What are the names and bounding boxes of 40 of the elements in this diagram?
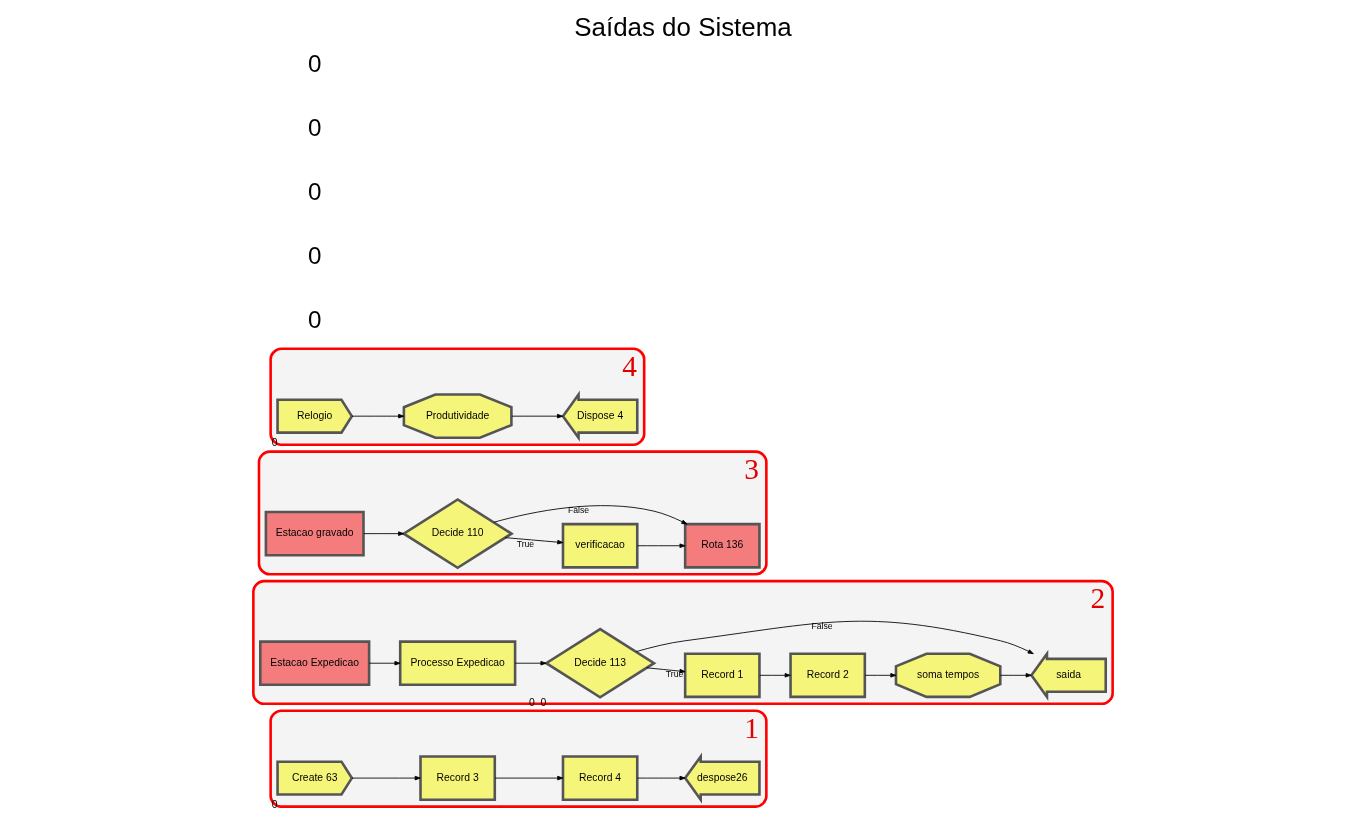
- node-label: 0: [271, 798, 278, 810]
- node-box: Record 2: [789, 652, 867, 699]
- node-box: verificacao: [561, 522, 639, 569]
- edge-label: False: [811, 621, 833, 632]
- arrow: [493, 505, 688, 525]
- arrow: [646, 667, 686, 674]
- node-box: Record 3: [419, 755, 497, 801]
- arrow: [637, 775, 686, 781]
- arrow: [504, 537, 564, 545]
- label: 0: [307, 242, 322, 270]
- diagram-title: Saídas do Sistema: [574, 12, 792, 41]
- node-box: Processo Expedicao: [398, 640, 517, 687]
- label: 0: [307, 305, 322, 333]
- node-box: Record 1: [683, 652, 761, 699]
- arrow: [864, 673, 897, 678]
- arrow: [511, 413, 564, 419]
- label: 0: [307, 50, 322, 78]
- edge-label: True: [516, 539, 535, 550]
- edge-label: True: [665, 668, 684, 679]
- arrow: [351, 413, 405, 419]
- arrow: [999, 673, 1032, 678]
- node-box: Estacao Expedicao: [259, 640, 371, 687]
- node-box: Rota 136: [683, 522, 761, 569]
- arrow: [637, 543, 686, 548]
- edge-label: False: [567, 504, 590, 515]
- arrow: [514, 660, 547, 666]
- node-label: 0 0: [528, 696, 547, 708]
- arrow: [635, 620, 1034, 655]
- arrow: [368, 660, 401, 666]
- node-label: 0: [271, 437, 278, 449]
- label: 0: [307, 114, 322, 142]
- node-diamond: Decide 110: [401, 498, 514, 570]
- arrow: [351, 775, 421, 781]
- arrow: [363, 531, 405, 536]
- node-box: Estacao gravado: [264, 510, 365, 557]
- arrow: [759, 673, 791, 678]
- node-box: Record 4: [561, 755, 639, 801]
- label: 0: [307, 178, 322, 206]
- node-diamond: Decide 113: [543, 627, 657, 699]
- arrow: [494, 775, 564, 781]
